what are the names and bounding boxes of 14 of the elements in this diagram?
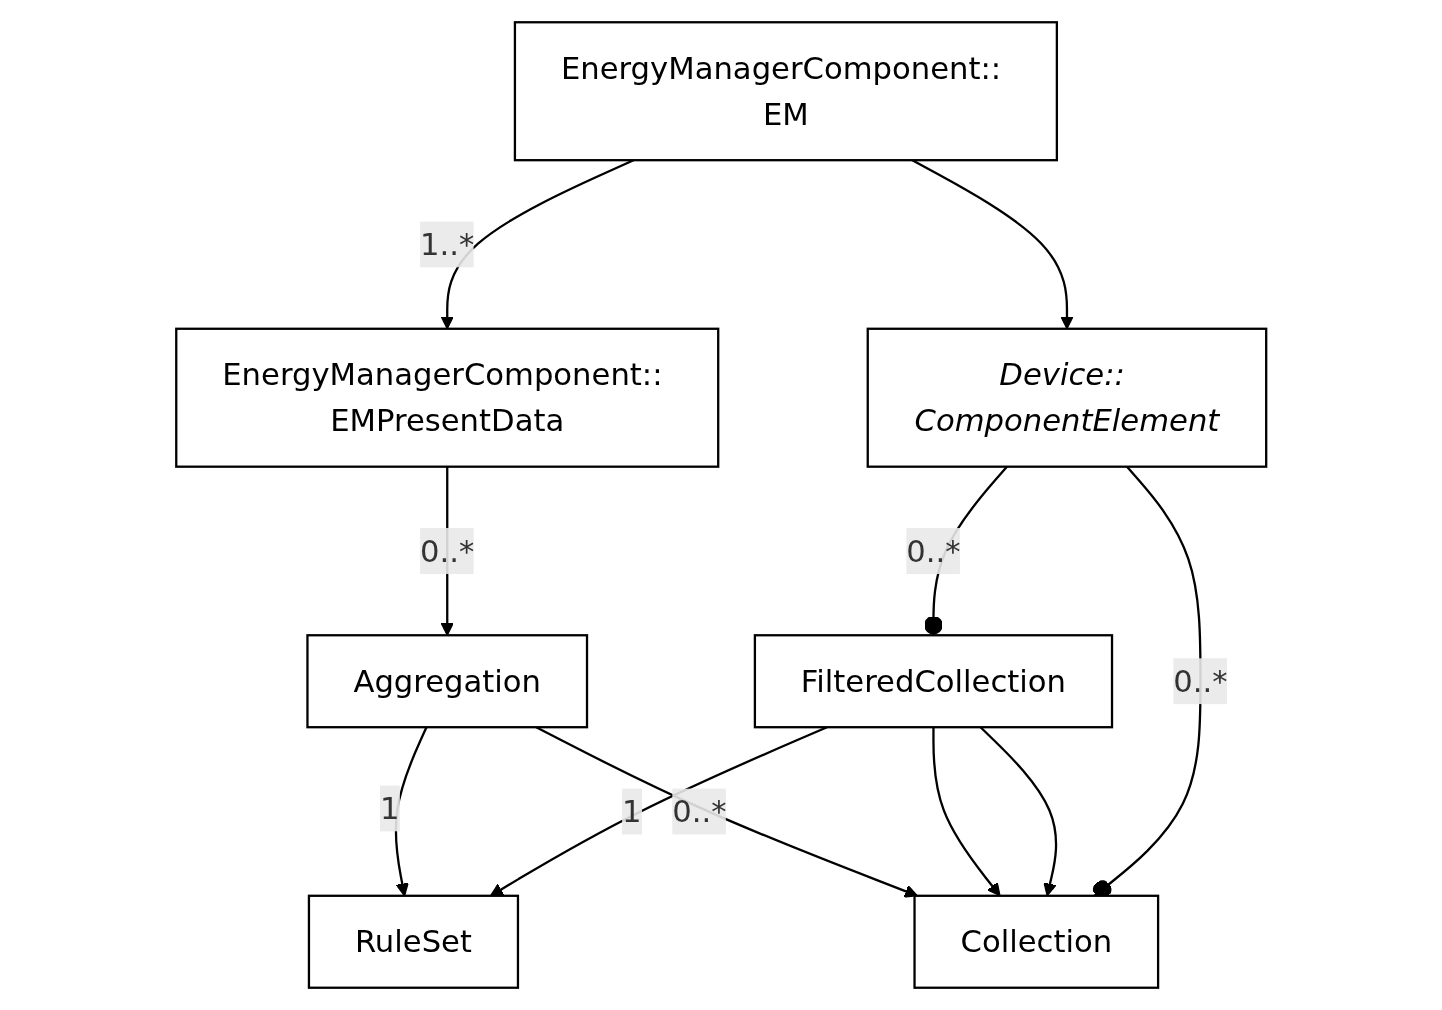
edge-label: 1 <box>621 793 642 830</box>
edge-label: 0..* <box>419 532 475 570</box>
node-box: EnergyManagerComponent:: EMPresentData <box>174 327 720 468</box>
node-box: Collection <box>913 894 1159 989</box>
node-box: RuleSet <box>307 894 519 989</box>
edge-label: 0..* <box>672 793 727 830</box>
node-box: FilteredCollection <box>753 634 1113 729</box>
node-box: EnergyManagerComponent:: EM <box>513 21 1058 162</box>
edge-label: 1..* <box>419 226 475 263</box>
node-box: Aggregation <box>306 634 588 729</box>
edge-label: 0..* <box>1173 662 1228 700</box>
node-box: Device:: ComponentElement <box>866 327 1268 468</box>
edge-label: 1 <box>379 790 400 827</box>
edge-label: 0..* <box>906 532 961 570</box>
